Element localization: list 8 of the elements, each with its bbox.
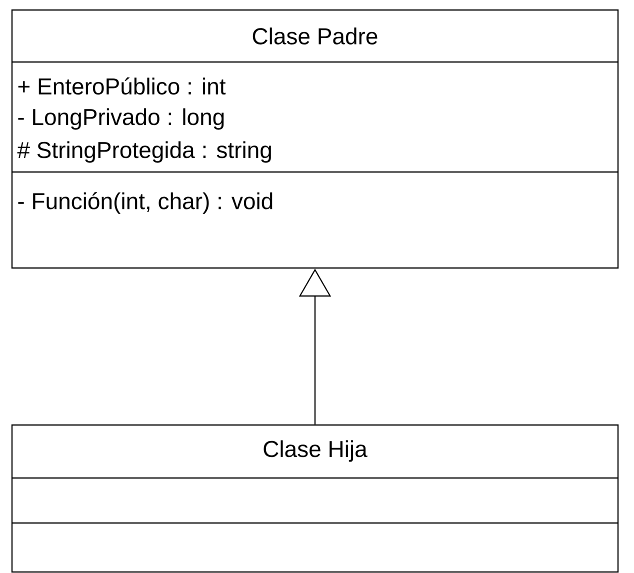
- method-text: - Función(int, char) : void: [18, 192, 272, 214]
- class-box: [11, 424, 619, 573]
- attribute-text: + EnteroPúblico : int: [18, 77, 226, 95]
- class-box: [11, 9, 619, 269]
- attribute-text: # StringProtegida : string: [17, 141, 271, 163]
- class-name: Clase Padre: [252, 28, 378, 44]
- attribute-text: - LongPrivado : long: [18, 108, 224, 130]
- class-name: Clase Hija: [264, 440, 368, 462]
